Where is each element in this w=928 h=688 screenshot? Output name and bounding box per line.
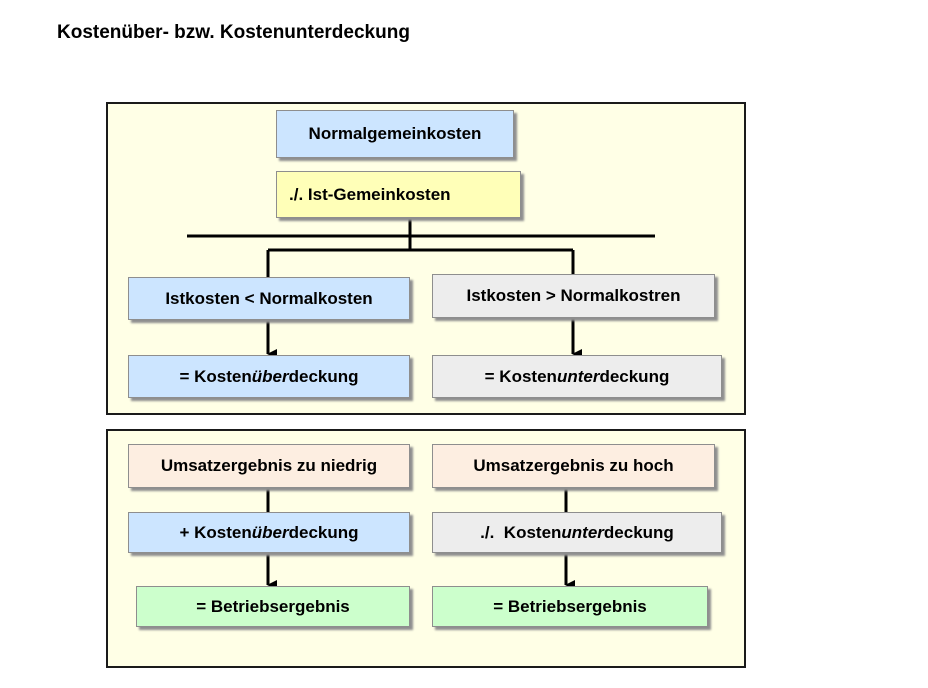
minus-kostenunterdeckung-emph: unter [561, 522, 604, 542]
betriebsergebnis-right-label: = Betriebsergebnis [493, 596, 647, 616]
kostenunterdeckung-emph: unter [556, 366, 600, 386]
umsatz-hoch-box: Umsatzergebnis zu hoch [432, 444, 715, 488]
betriebsergebnis-left-box: = Betriebsergebnis [136, 586, 410, 627]
betriebsergebnis-right-box: = Betriebsergebnis [432, 586, 708, 627]
condition-left-box: Istkosten < Normalkosten [128, 277, 410, 320]
condition-left-label: Istkosten < Normalkosten [165, 288, 373, 308]
plus-kostenueberdeckung-emph: über [251, 522, 289, 542]
betriebsergebnis-left-label: = Betriebsergebnis [196, 596, 350, 616]
minus-kostenunterdeckung-suffix: deckung [603, 522, 674, 542]
ist-gemeinkosten-label: ./. Ist-Gemeinkosten [289, 184, 451, 204]
ist-gemeinkosten-box: ./. Ist-Gemeinkosten [276, 171, 521, 218]
condition-right-label: Istkosten > Normalkostren [466, 286, 681, 305]
condition-right-box: Istkosten > Normalkostren [432, 274, 715, 318]
kostenueberdeckung-suffix: deckung [288, 366, 359, 386]
umsatz-niedrig-label: Umsatzergebnis zu niedrig [160, 456, 378, 475]
umsatz-niedrig-box: Umsatzergebnis zu niedrig [128, 444, 410, 488]
kostenunterdeckung-suffix: deckung [599, 366, 670, 386]
kostenueberdeckung-emph: über [251, 366, 289, 386]
kostenunterdeckung-prefix: = Kosten [484, 366, 557, 386]
plus-kostenueberdeckung-prefix: + Kosten [179, 522, 252, 542]
normalgemeinkosten-label: Normalgemeinkosten [308, 124, 482, 143]
normalgemeinkosten-box: Normalgemeinkosten [276, 110, 514, 158]
minus-kostenunterdeckung-prefix: ./. Kosten [480, 522, 562, 542]
umsatz-hoch-label: Umsatzergebnis zu hoch [473, 456, 674, 475]
plus-kostenueberdeckung-suffix: deckung [288, 522, 359, 542]
kostenueberdeckung-prefix: = Kosten [179, 366, 252, 386]
page-title: Kostenüber- bzw. Kostenunterdeckung [57, 22, 410, 43]
